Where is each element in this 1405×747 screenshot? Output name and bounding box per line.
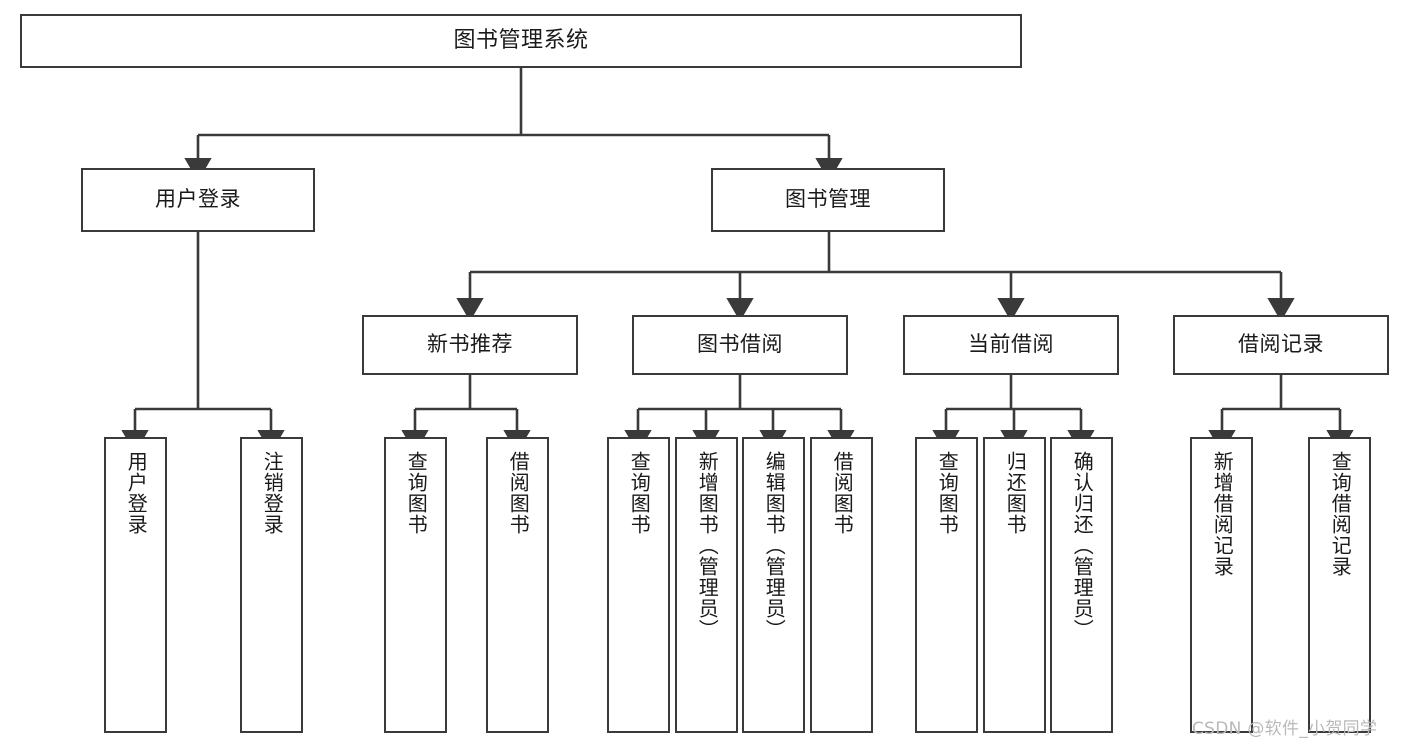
leaf-logout-login[interactable]: 注销登录 [240,437,303,733]
leaf-query-book-3[interactable]: 查询图书 [915,437,978,733]
leaf-borrow-book-1[interactable]: 借阅图书 [486,437,549,733]
leaf-query-book-3-label: 查询图书 [935,451,960,535]
leaf-logout-login-label: 注销登录 [260,451,285,535]
leaf-query-record[interactable]: 查询借阅记录 [1308,437,1371,733]
leaf-borrow-book-2[interactable]: 借阅图书 [810,437,873,733]
node-borrow-record[interactable]: 借阅记录 [1173,315,1389,375]
node-user-login-label: 用户登录 [155,187,241,212]
node-user-login[interactable]: 用户登录 [81,168,315,232]
leaf-user-login[interactable]: 用户登录 [104,437,167,733]
node-current-borrow-label: 当前借阅 [968,332,1054,357]
node-root-label: 图书管理系统 [453,27,589,53]
leaf-query-book-1[interactable]: 查询图书 [384,437,447,733]
leaf-borrow-book-1-label: 借阅图书 [506,451,531,535]
node-book-management[interactable]: 图书管理 [711,168,945,232]
leaf-user-login-label: 用户登录 [124,451,149,535]
node-book-borrow[interactable]: 图书借阅 [632,315,848,375]
node-root[interactable]: 图书管理系统 [20,14,1022,68]
leaf-query-book-2[interactable]: 查询图书 [607,437,670,733]
leaf-query-book-1-label: 查询图书 [404,451,429,535]
leaf-return-book-label: 归还图书 [1003,451,1028,535]
leaf-borrow-book-2-label: 借阅图书 [830,451,855,535]
node-new-book-recommend[interactable]: 新书推荐 [362,315,578,375]
leaf-query-book-2-label: 查询图书 [627,451,652,535]
leaf-add-book-label: 新增图书（管理员） [695,451,720,640]
node-new-book-recommend-label: 新书推荐 [427,332,513,357]
node-borrow-record-label: 借阅记录 [1238,332,1324,357]
leaf-add-record[interactable]: 新增借阅记录 [1190,437,1253,733]
leaf-confirm-return[interactable]: 确认归还（管理员） [1050,437,1113,733]
leaf-return-book[interactable]: 归还图书 [983,437,1046,733]
node-book-borrow-label: 图书借阅 [697,332,783,357]
csdn-watermark: CSDN @软件_小贺同学 [1192,719,1378,739]
node-current-borrow[interactable]: 当前借阅 [903,315,1119,375]
leaf-edit-book[interactable]: 编辑图书（管理员） [742,437,805,733]
leaf-add-record-label: 新增借阅记录 [1210,451,1235,577]
leaf-add-book[interactable]: 新增图书（管理员） [675,437,738,733]
leaf-query-record-label: 查询借阅记录 [1328,451,1353,577]
leaf-confirm-return-label: 确认归还（管理员） [1070,451,1095,640]
node-book-management-label: 图书管理 [785,187,871,212]
leaf-edit-book-label: 编辑图书（管理员） [762,451,787,640]
